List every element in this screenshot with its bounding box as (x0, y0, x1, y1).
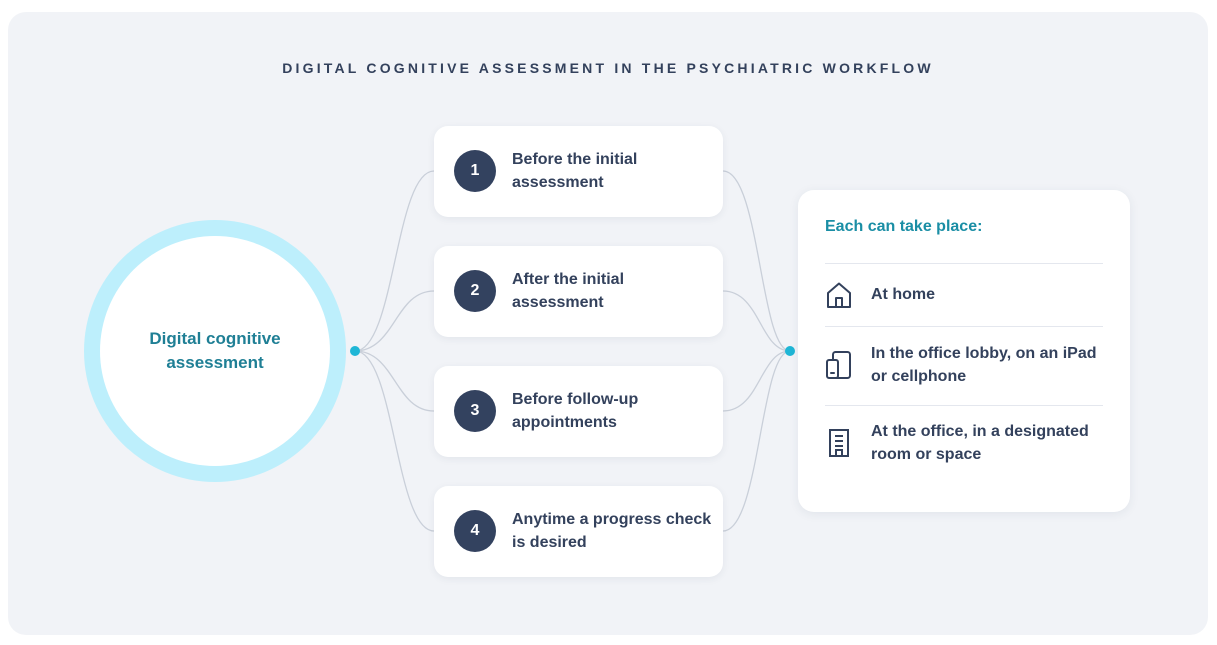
locations-heading: Each can take place: (825, 218, 983, 235)
location-home: At home (871, 286, 935, 303)
step-number-badge: 1 (454, 150, 496, 192)
step-card-2: 2 After the initial assessment (434, 246, 723, 337)
connector-from-step-1 (722, 170, 791, 352)
connector-from-step-2 (722, 290, 791, 352)
step-label: After the initial assessment (512, 271, 625, 311)
step-card-1: 1 Before the initial assessment (434, 126, 723, 217)
tablet-phone-icon (826, 351, 851, 379)
assessment-circle: Digital cognitive assessment (100, 236, 330, 466)
left-connector-dot (350, 346, 360, 356)
location-office-room: At the office, in a designated room or s… (871, 423, 1089, 463)
step-label: Before the initial assessment (512, 151, 638, 191)
step-number-badge: 2 (454, 270, 496, 312)
assessment-label: Digital cognitive assessment (149, 329, 281, 372)
connector-to-step-3 (354, 350, 435, 412)
divider (825, 405, 1103, 406)
step-card-3: 3 Before follow-up appointments (434, 366, 723, 457)
step-number-badge: 4 (454, 510, 496, 552)
connector-to-step-2 (354, 290, 435, 352)
locations-card: Each can take place: At home In the offi… (798, 190, 1130, 512)
diagram-title: DIGITAL COGNITIVE ASSESSMENT IN THE PSYC… (282, 60, 934, 76)
connector-from-step-3 (722, 350, 791, 412)
divider (825, 326, 1103, 327)
step-label: Anytime a progress check is desired (512, 511, 712, 551)
step-number-badge: 3 (454, 390, 496, 432)
home-icon (827, 282, 851, 308)
right-connector-dot (785, 346, 795, 356)
step-label: Before follow-up appointments (512, 391, 639, 431)
connector-to-step-1 (354, 170, 435, 352)
connector-from-step-4 (722, 350, 791, 532)
office-building-icon (829, 429, 849, 457)
connector-to-step-4 (354, 350, 435, 532)
step-card-4: 4 Anytime a progress check is desired (434, 486, 723, 577)
divider (825, 263, 1103, 264)
location-office-lobby: In the office lobby, on an iPad or cellp… (871, 345, 1097, 385)
